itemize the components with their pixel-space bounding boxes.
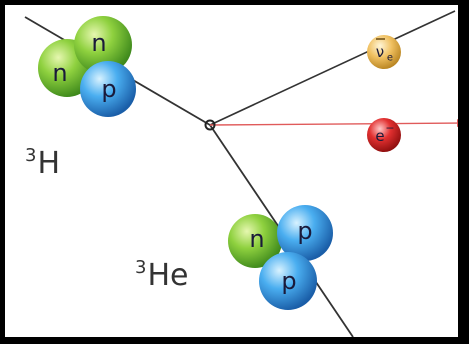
tritium-symbol: H (37, 146, 61, 181)
proton-sphere-2 (277, 205, 333, 261)
proton-sphere-3 (259, 252, 317, 310)
nucleon-label: n (52, 59, 67, 87)
electron-track (209, 119, 458, 128)
antineutrino-track (209, 10, 456, 126)
antineutrino-sphere (367, 35, 401, 69)
decay-vertex-icon (204, 119, 216, 131)
nucleon-label: p (297, 217, 312, 245)
electron-symbol: e (375, 127, 384, 145)
nucleon-label: n (91, 29, 106, 57)
electron-charge: − (385, 122, 394, 135)
nucleon-label: n (249, 225, 264, 253)
proton-sphere-1 (80, 61, 136, 117)
tritium-nucleus: n n p (38, 16, 136, 117)
neutron-sphere-2 (74, 16, 132, 74)
decay-scene: n n p n p p ν e (24, 10, 458, 337)
diagram-panel: n n p n p p ν e (5, 5, 458, 337)
helium3-symbol: He (147, 258, 189, 293)
tritium-label: 3H (25, 147, 60, 179)
electron-sphere (367, 118, 401, 152)
helium3-label: 3He (135, 259, 188, 291)
tritium-mass-number: 3 (25, 145, 37, 166)
neutron-sphere-3 (228, 214, 282, 268)
helium3-nucleus: n p p (228, 205, 333, 310)
nucleon-label: p (101, 75, 116, 103)
electron-antineutrino: ν e (367, 35, 401, 69)
helium3-mass-number: 3 (135, 257, 147, 278)
antineutrino-symbol: ν (376, 43, 384, 61)
antineutrino-subscript: e (387, 53, 393, 64)
electron: e − (367, 118, 401, 152)
nucleon-label: p (281, 267, 296, 295)
